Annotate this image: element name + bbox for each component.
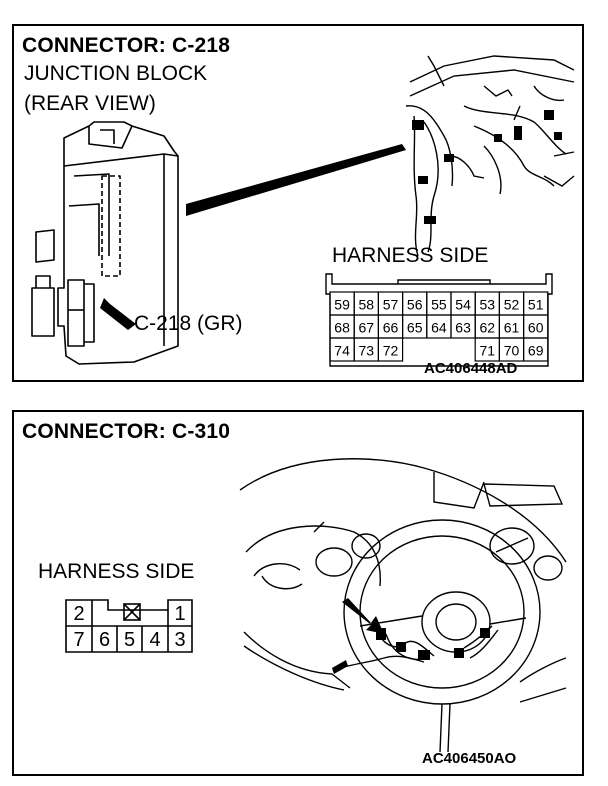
c218-pin-grid: 59 58 57 56 55 54 53 52 51 68 67 66 65 64 63 62 61 60 74 73…: [329, 291, 549, 362]
c218-pin-number: 67: [359, 320, 375, 336]
c218-pin-number: 59: [334, 297, 350, 313]
c218-pin-number: 65: [407, 320, 423, 336]
c218-pin-number: 57: [383, 297, 399, 313]
c310-pin-number: 1: [174, 603, 185, 625]
c218-pin-number: 64: [431, 320, 447, 336]
c310-title: CONNECTOR: C-310: [22, 420, 231, 443]
c218-pin-number: 60: [528, 320, 544, 336]
c310-arrow-icon: [342, 598, 384, 634]
c218-callout-label: C-218 (GR): [134, 312, 243, 335]
c218-pin-number: 74: [334, 343, 350, 359]
c218-pin-cavity: [377, 337, 404, 362]
c310-pin-number: 5: [124, 629, 135, 651]
c218-pin-number: 55: [431, 297, 447, 313]
rear-view-label: (REAR VIEW): [24, 92, 156, 115]
c218-pin-number: 69: [528, 343, 544, 359]
c218-pin-number: 53: [480, 297, 496, 313]
c310-pin-number: 7: [73, 629, 84, 651]
c218-pin-number: 58: [359, 297, 375, 313]
connector-c218-panel: CONNECTOR: C-218 JUNCTION BLOCK (REAR VI…: [12, 24, 584, 382]
leader-wedge: [186, 144, 406, 216]
c218-pin-number: 70: [504, 343, 520, 359]
c218-title: CONNECTOR: C-218: [22, 34, 231, 57]
c310-figure-code: AC406450AO: [422, 750, 517, 767]
c218-harness-side-label: HARNESS SIDE: [332, 244, 489, 267]
c310-harness-side-label: HARNESS SIDE: [38, 560, 195, 583]
c310-pin-number: 6: [99, 629, 110, 651]
c218-pin-number: 61: [504, 320, 520, 336]
c218-pin-number: 72: [383, 343, 399, 359]
c310-connector-face: [65, 599, 193, 653]
c218-pin-number: 62: [480, 320, 496, 336]
c218-pin-number: 71: [480, 343, 496, 359]
c310-pin-number: 3: [174, 629, 185, 651]
c218-figure-code: AC406448AD: [424, 360, 518, 377]
c218-pin-number: 68: [334, 320, 350, 336]
c218-pin-number: 51: [528, 297, 544, 313]
c218-pin-number: 63: [455, 320, 471, 336]
c310-pin-number: 4: [149, 629, 160, 651]
c218-pin-number: 54: [455, 297, 471, 313]
steering-wheel-illustration: [239, 458, 567, 753]
c218-arrow-icon: [100, 298, 136, 330]
c218-pin-number: 66: [383, 320, 399, 336]
c218-pin-cavity: [523, 337, 549, 362]
junction-block-label: JUNCTION BLOCK: [24, 62, 208, 85]
c218-connector-face: 59 58 57 56 55 54 53 52 51 68 67 66 65 64 63 62 61 60 74 73…: [325, 273, 553, 367]
junction-block-illustration: [31, 55, 575, 365]
c218-pin-number: 73: [359, 343, 375, 359]
c218-pin-number: 56: [407, 297, 423, 313]
c218-pin-number: 52: [504, 297, 520, 313]
c310-pin-number: 2: [73, 603, 84, 625]
